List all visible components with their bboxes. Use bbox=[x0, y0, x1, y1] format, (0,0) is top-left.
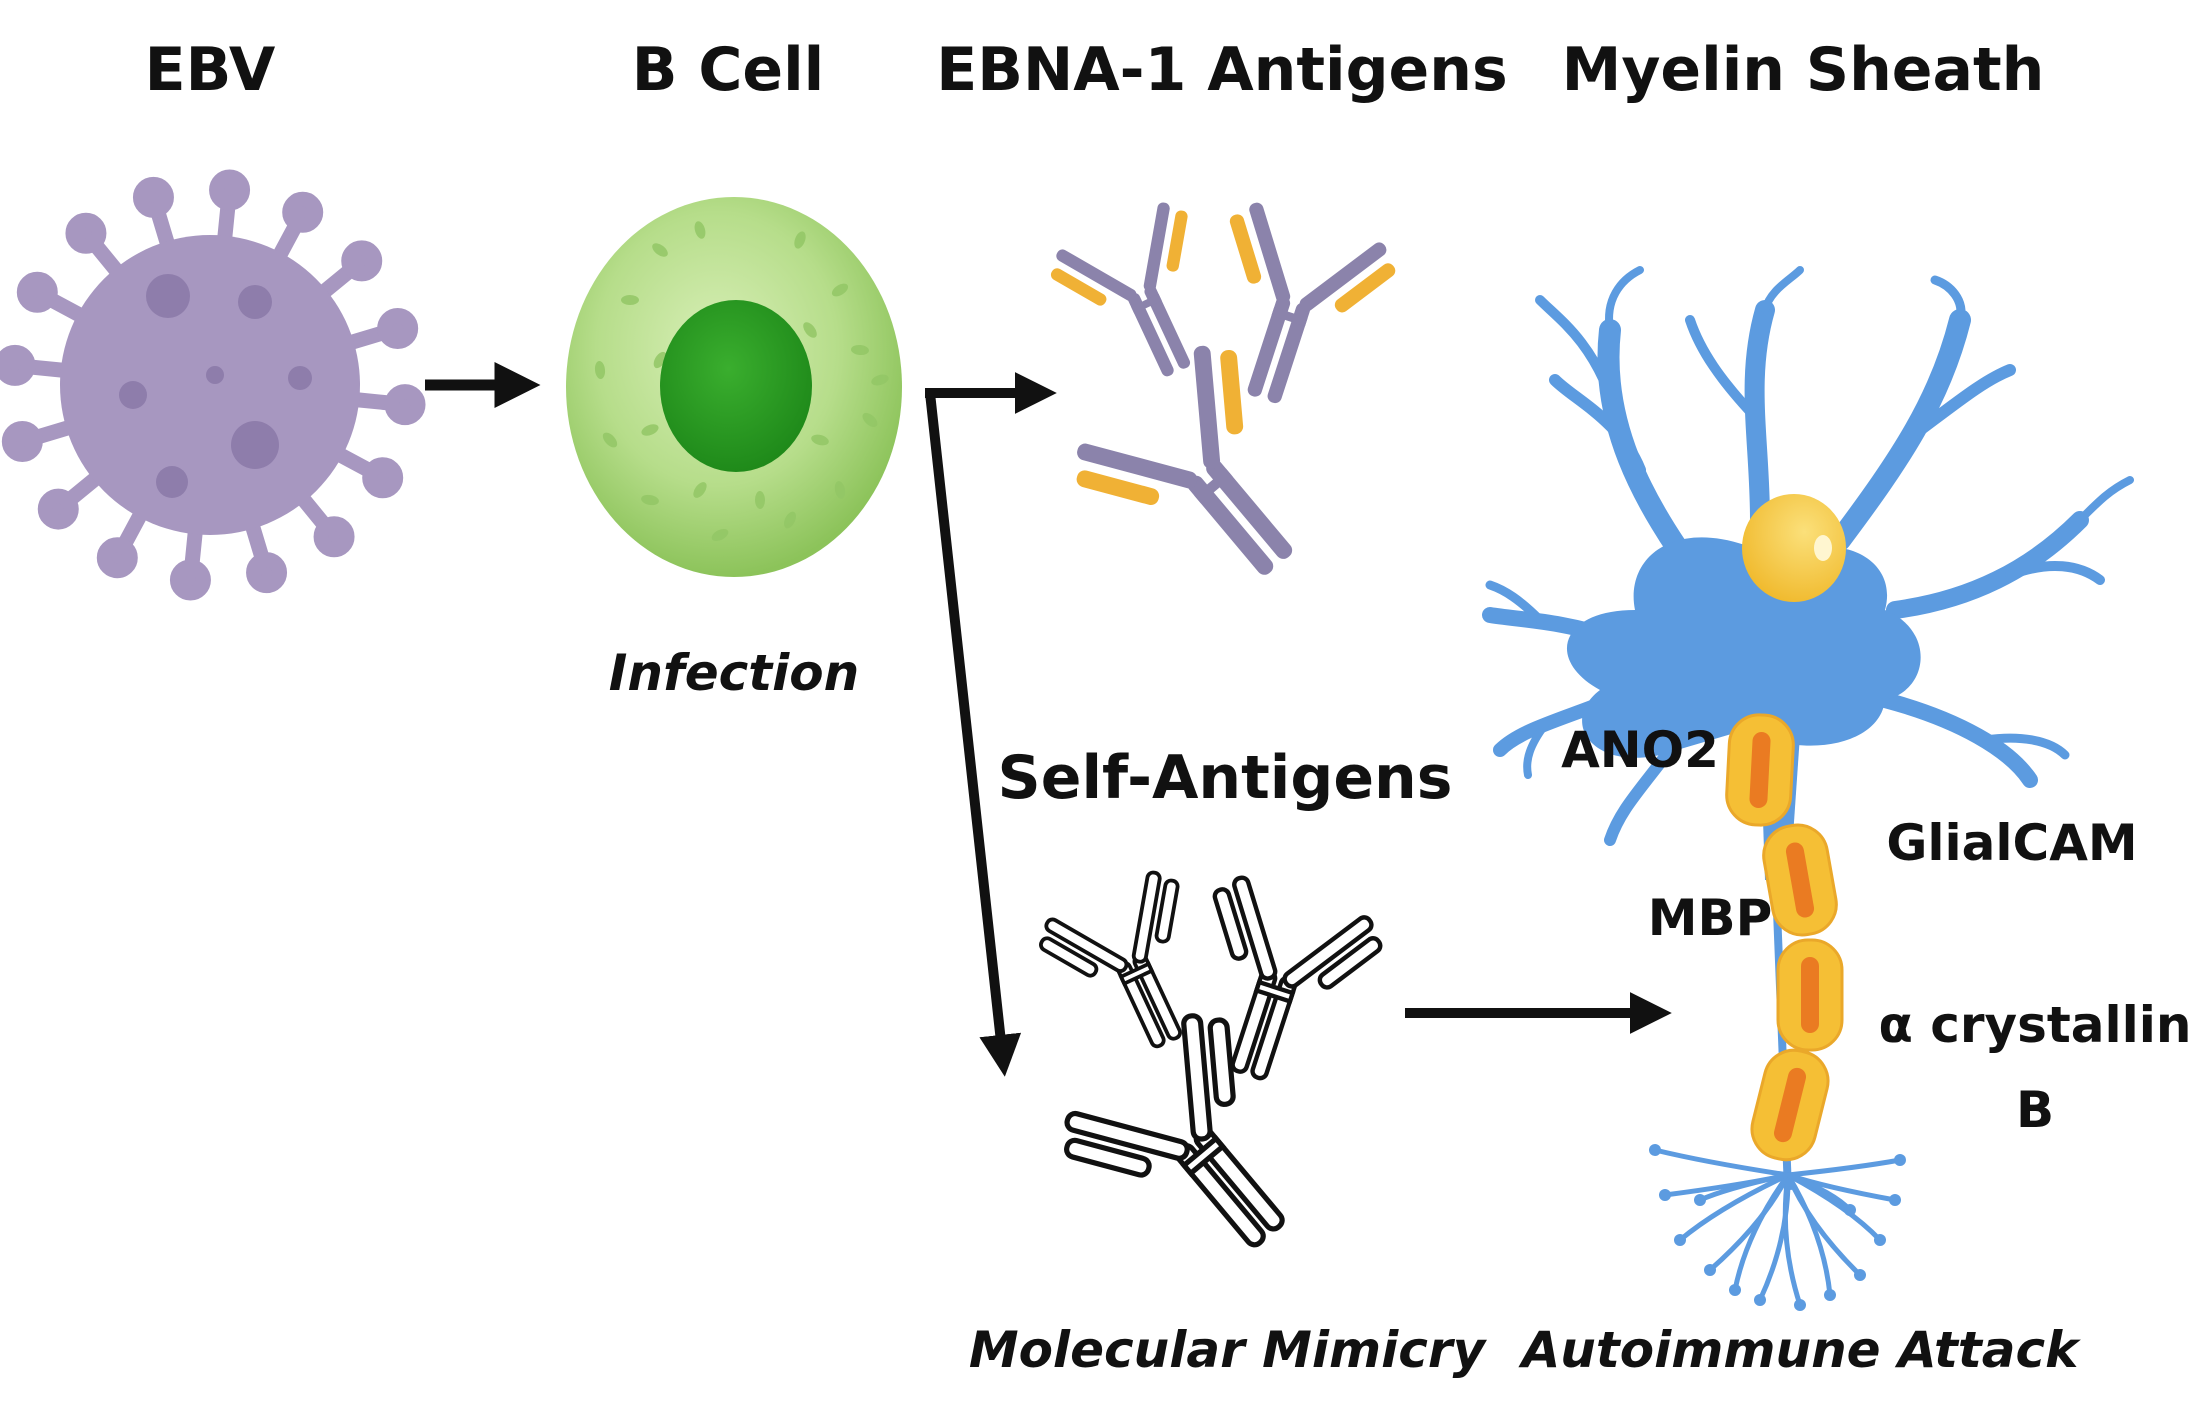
arrow-bcell-branch bbox=[925, 372, 1057, 1077]
self-antibody-group bbox=[1039, 870, 1383, 1248]
protein-label-glialcam: GlialCAM bbox=[1886, 814, 2138, 872]
ebna1-antibody-group bbox=[1050, 202, 1396, 575]
neuron-icon bbox=[1482, 266, 2134, 1311]
caption-autoimmune-attack: Autoimmune Attack bbox=[1521, 1321, 2079, 1379]
myelin-sheath bbox=[1725, 713, 1844, 1162]
heading-ebv: EBV bbox=[144, 35, 276, 105]
b-cell-icon bbox=[566, 197, 902, 577]
caption-infection: Infection bbox=[608, 644, 860, 702]
heading-ebna1-antigens: EBNA-1 Antigens bbox=[936, 35, 1508, 105]
heading-b-cell: B Cell bbox=[631, 35, 825, 105]
caption-self-antigens: Self-Antigens bbox=[997, 743, 1453, 813]
protein-label-ano2: ANO2 bbox=[1561, 721, 1719, 779]
heading-myelin-sheath: Myelin Sheath bbox=[1561, 35, 2045, 105]
ebv-virus-icon bbox=[0, 169, 426, 601]
protein-label-mbp: MBP bbox=[1647, 889, 1773, 947]
protein-label-crystallin-b: B bbox=[2015, 1081, 2055, 1139]
protein-label-crystallin: α crystallin bbox=[1878, 996, 2190, 1054]
caption-molecular-mimicry: Molecular Mimicry bbox=[968, 1321, 1486, 1379]
